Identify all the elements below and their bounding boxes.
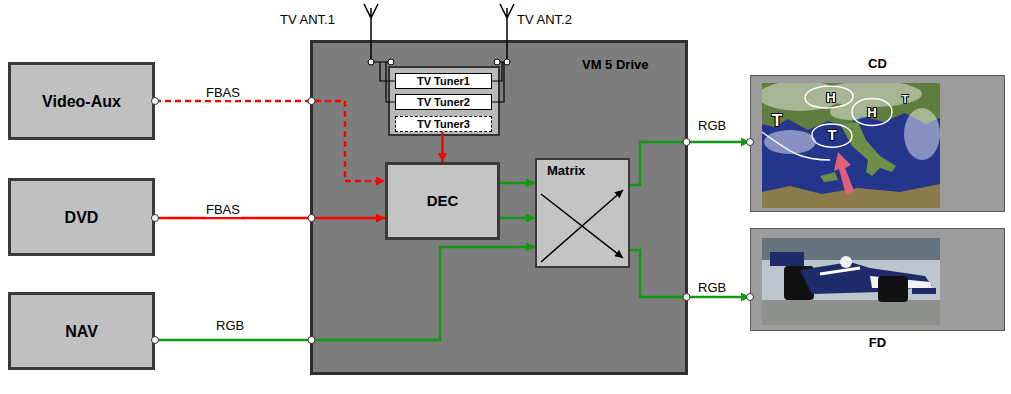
junction-dot <box>368 59 510 65</box>
weather-symbol: T <box>827 126 836 143</box>
rgb-signal-arrow <box>630 142 750 185</box>
box-label: DVD <box>65 208 99 227</box>
video-signal-arrow <box>441 132 444 162</box>
junction-dot <box>308 215 315 222</box>
box-label: TV Tuner1 <box>417 74 470 88</box>
junction-dot <box>308 337 315 344</box>
signal-name: RGB <box>215 318 245 333</box>
video-signal-arrow <box>155 217 385 220</box>
junction-dot <box>747 139 754 146</box>
box-label: TV Tuner3 <box>417 117 470 131</box>
signal-name: FBAS <box>205 202 241 217</box>
weather-symbol: T <box>902 94 908 106</box>
weather-symbol: H <box>867 105 876 120</box>
junction-dot <box>683 139 690 146</box>
junction-dot <box>152 337 159 344</box>
box-label: DEC <box>427 192 459 210</box>
box-label: Video-Aux <box>42 92 121 111</box>
junction-dot <box>152 215 159 222</box>
signal-name: RGB <box>697 280 727 295</box>
screen-name: CD <box>751 56 1004 72</box>
rear-wing <box>770 252 804 266</box>
car-stripe <box>820 268 860 274</box>
land <box>820 172 838 182</box>
helmet <box>840 256 852 268</box>
decoder-box: DEC <box>385 162 500 240</box>
rgb-signal-arrow <box>630 250 750 297</box>
antenna-name: TV ANT.2 <box>517 12 572 27</box>
tuner-box: TV Tuner3 <box>395 116 492 132</box>
junction-dot <box>152 98 159 105</box>
signal-name: FBAS <box>205 85 241 100</box>
box-label: TV Tuner2 <box>417 95 470 109</box>
box-label: NAV <box>65 322 98 341</box>
rgb-signal-arrow <box>500 217 535 220</box>
drive-unit-box: VM 5 Drive TV Tuner1 TV Tuner2 TV Tuner3DEC… <box>310 40 688 375</box>
source-box: Video-Aux <box>8 62 155 140</box>
source-box: NAV <box>8 292 155 370</box>
video-signal-arrow <box>155 101 385 181</box>
wind-arrow <box>834 152 854 195</box>
antenna-symbol <box>364 4 514 62</box>
tuner-box: TV Tuner1 <box>395 73 492 89</box>
clouds <box>762 83 940 160</box>
antenna-wire <box>371 62 507 102</box>
weather-symbol: H <box>826 90 835 105</box>
source-box: DVD <box>8 178 155 256</box>
screen-name: FD <box>751 335 1004 351</box>
junction-dot <box>683 294 690 301</box>
track <box>762 300 940 325</box>
race-car-picture <box>762 238 940 325</box>
junction-dot <box>308 98 315 105</box>
wheel <box>878 276 908 302</box>
tuner-box: TV Tuner2 <box>395 94 492 110</box>
front-wing <box>912 288 936 294</box>
rgb-signal-arrow <box>500 182 535 185</box>
signal-name: RGB <box>697 118 727 133</box>
rgb-signal-arrow <box>155 247 535 340</box>
box-label: VM 5 Drive <box>582 57 648 73</box>
junction-dot <box>747 294 754 301</box>
antenna-name: TV ANT.1 <box>280 12 335 27</box>
weather-symbol: T <box>772 111 782 130</box>
box-label: Matrix <box>547 163 585 179</box>
land <box>840 122 896 176</box>
weather-map-picture <box>762 83 940 208</box>
background <box>762 238 940 325</box>
matrix-cross <box>541 190 623 262</box>
isobars <box>762 86 892 160</box>
